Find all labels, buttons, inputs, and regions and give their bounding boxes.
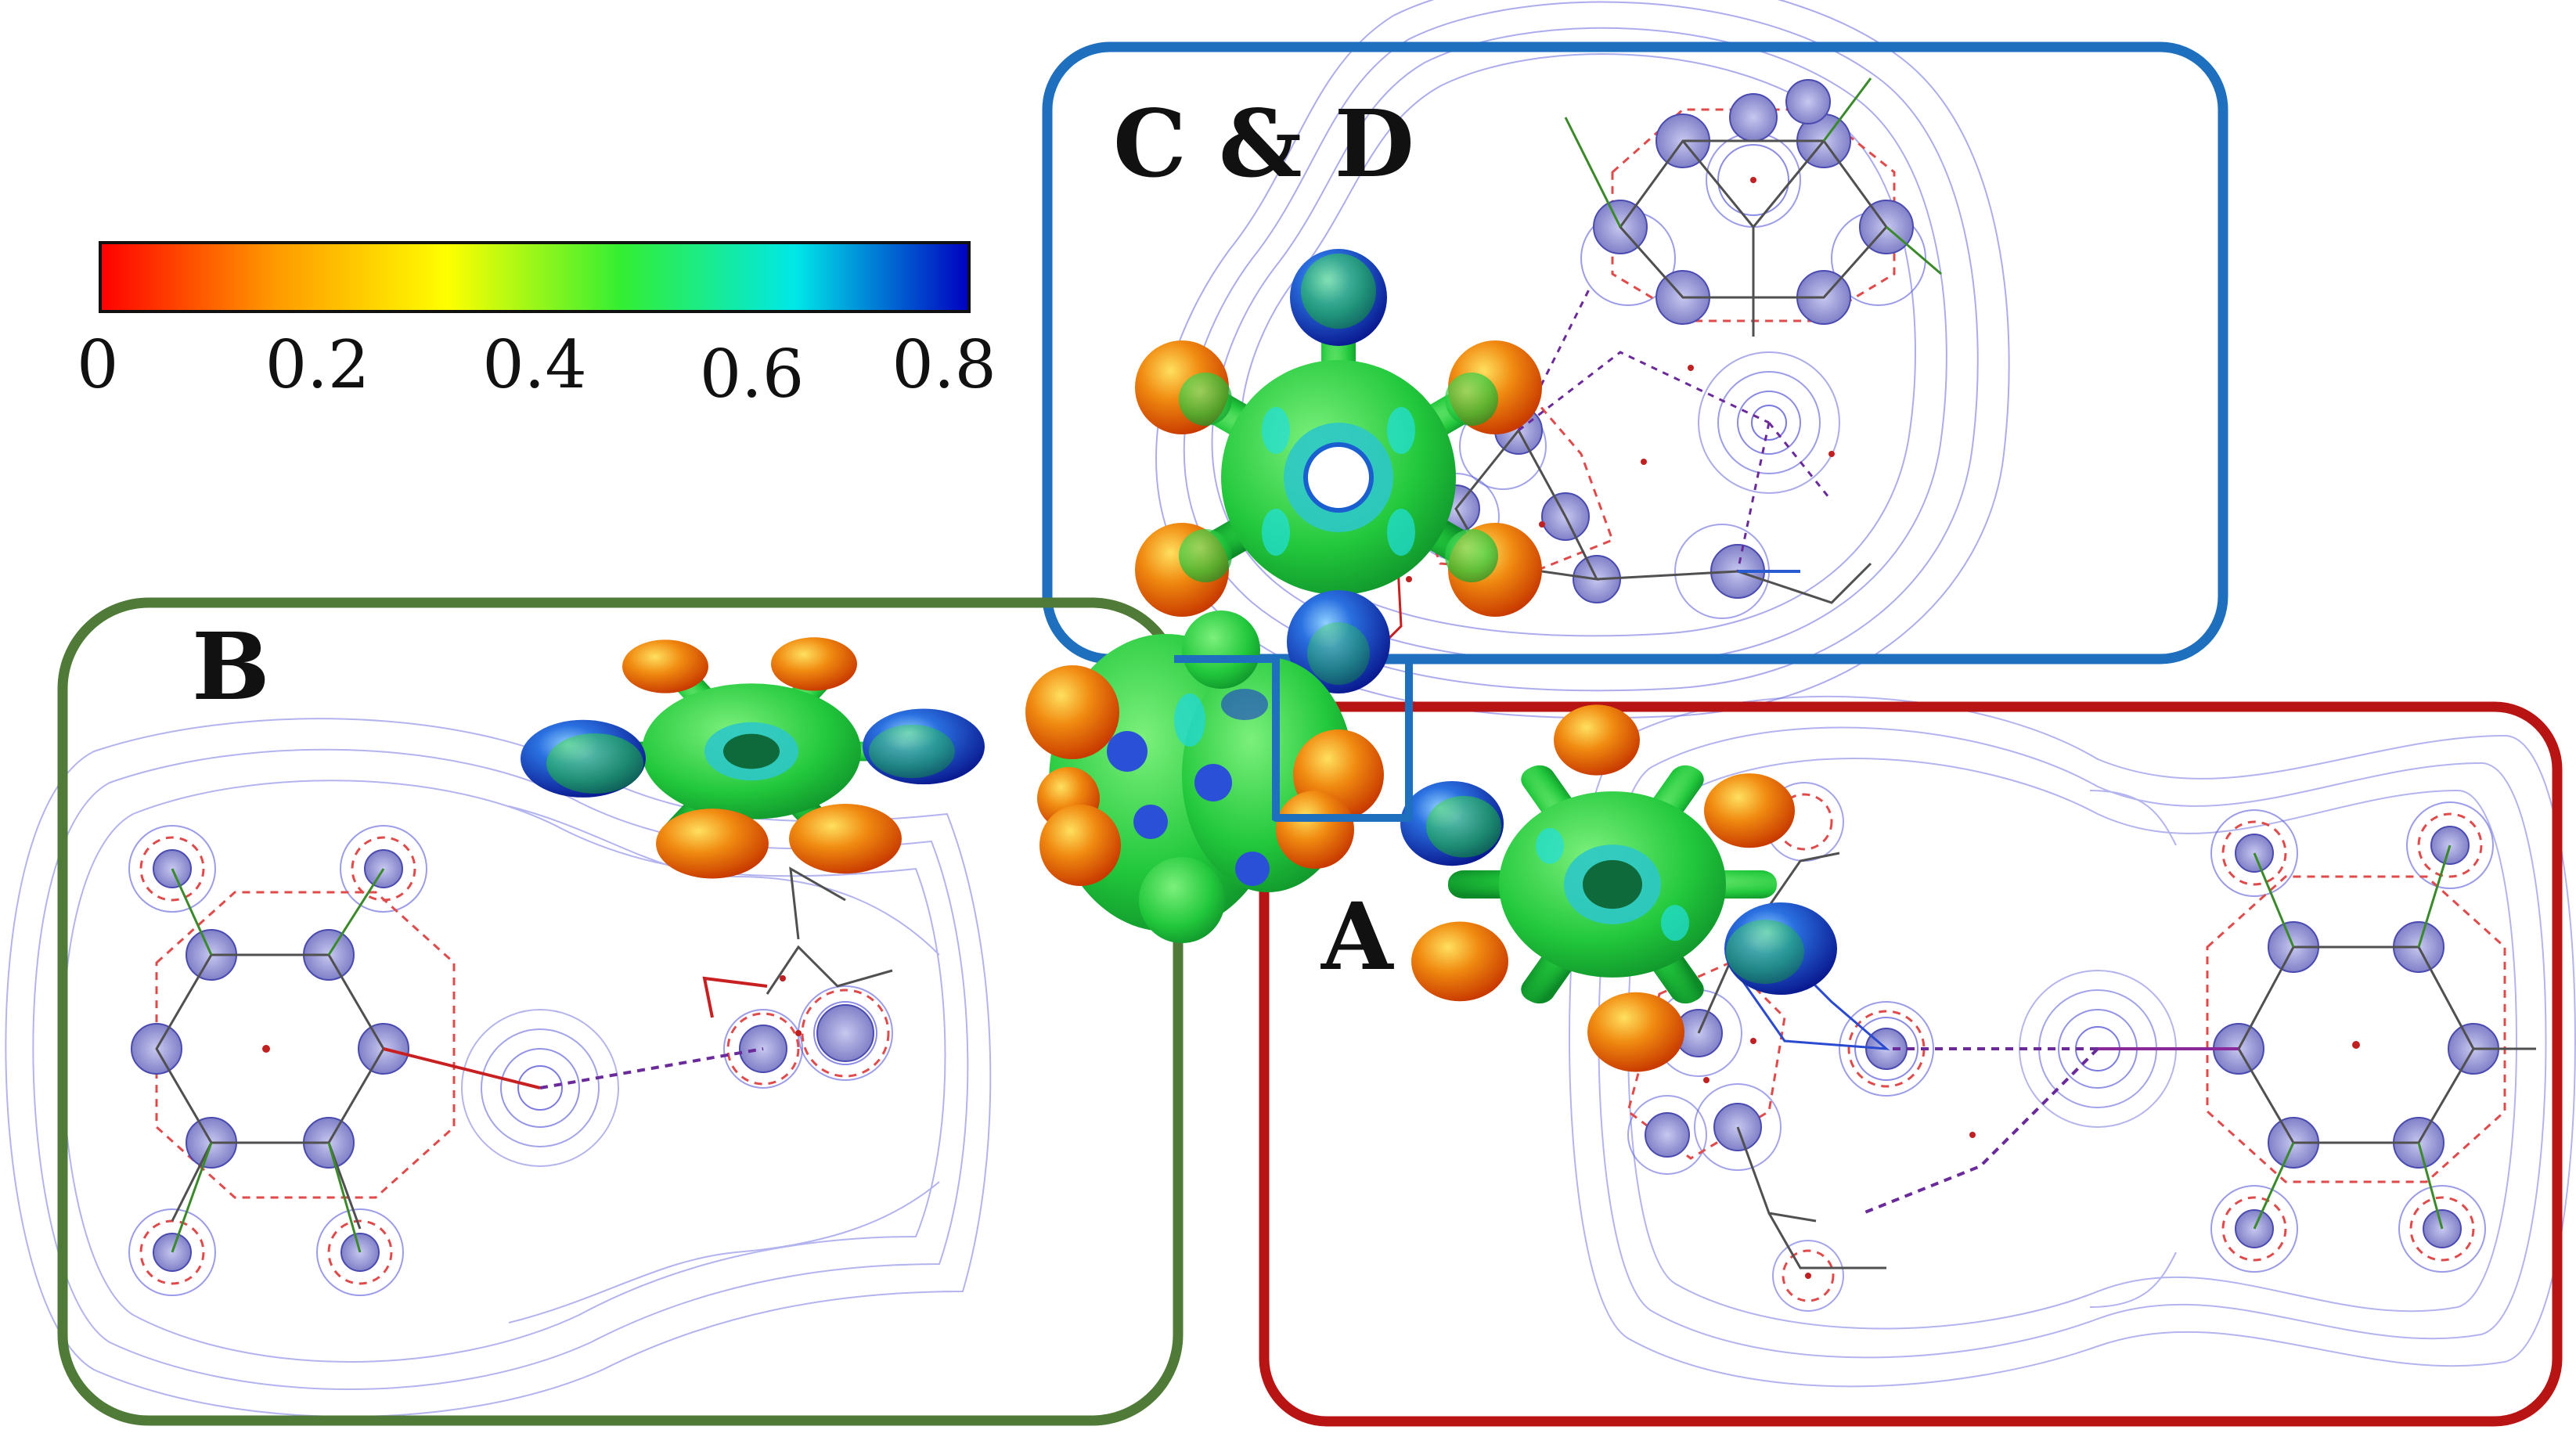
- colorbar-bar: [99, 241, 971, 313]
- panel-cd: C & D: [1042, 0, 2228, 719]
- contour-map-b: [5, 718, 992, 1417]
- panel-a-border: [1259, 701, 2563, 1427]
- colorbar-tick-2: 0.4: [482, 326, 587, 403]
- panel-a-label: A: [1320, 882, 1394, 991]
- colorbar-tick-3: 0.6: [700, 336, 805, 412]
- panel-b-border: [57, 597, 1184, 1426]
- panel-cd-label: C & D: [1113, 89, 1414, 198]
- colorbar-tick-1: 0.2: [265, 326, 370, 403]
- panel-b-label: B: [192, 612, 270, 721]
- colorbar: [99, 241, 971, 313]
- colorbar-tick-0: 0: [77, 326, 118, 403]
- surface-left: [521, 637, 985, 879]
- colorbar-ticks: 0 0.2 0.4 0.6 0.8: [77, 326, 996, 412]
- panel-b: B: [5, 597, 1184, 1426]
- surface-center: [1025, 610, 1384, 943]
- surface-top: [1135, 249, 1542, 693]
- colorbar-tick-4: 0.8: [892, 326, 996, 403]
- surface-right: [1400, 704, 1837, 1072]
- molecular-surfaces: [521, 249, 1837, 1072]
- panel-cd-border: [1042, 41, 2228, 664]
- contour-map-cd: [1155, 0, 2010, 719]
